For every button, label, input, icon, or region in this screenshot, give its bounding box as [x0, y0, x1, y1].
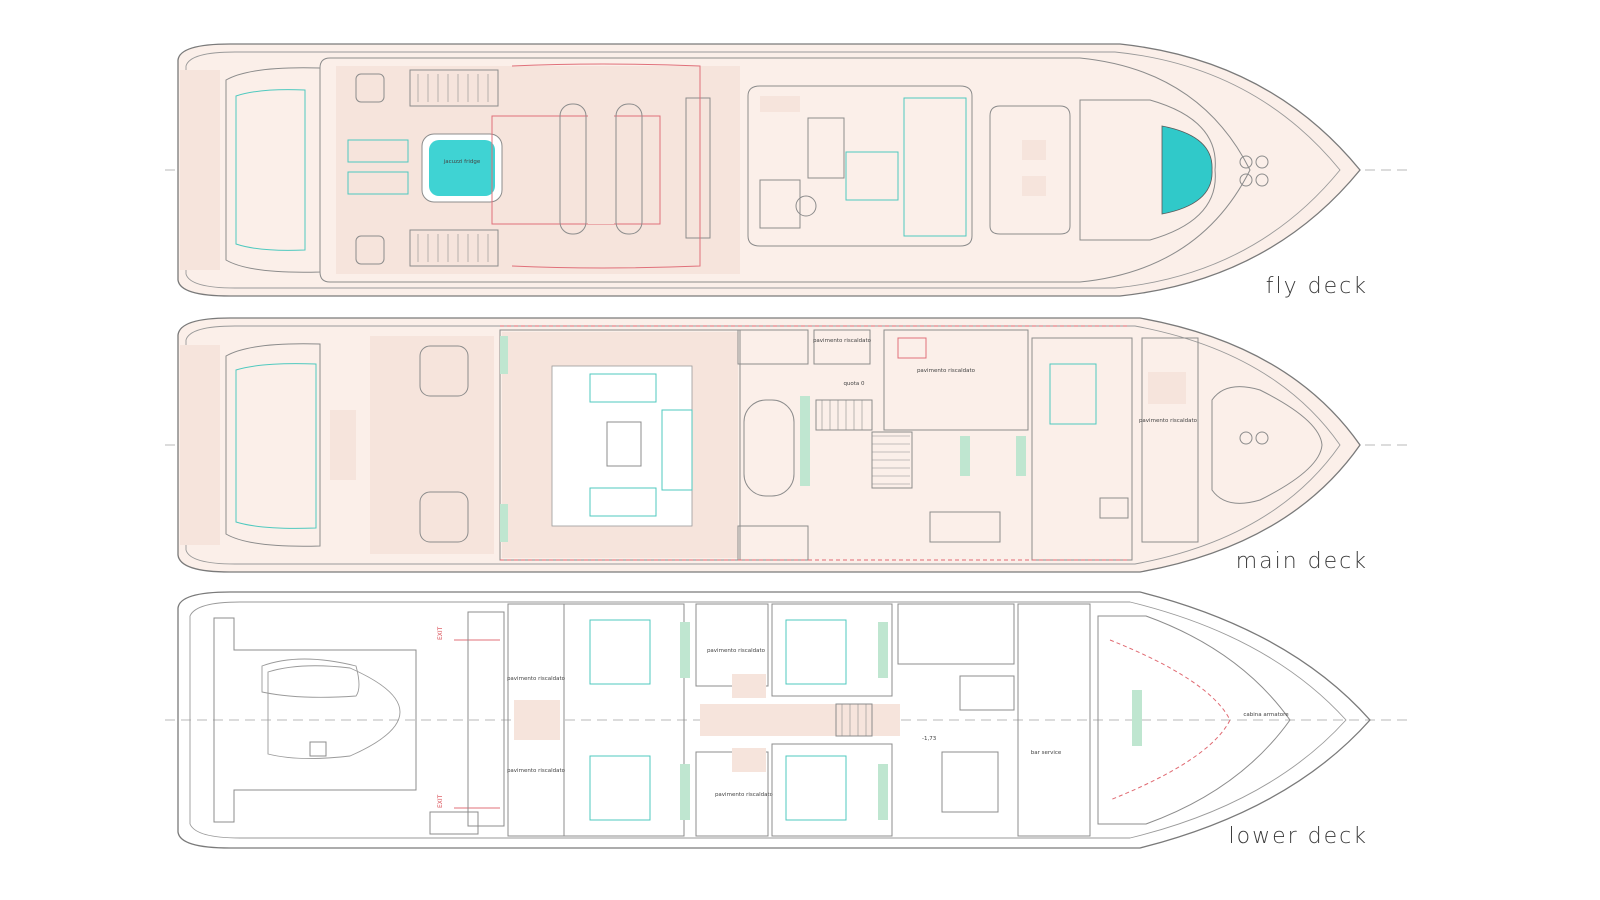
main-deck-plan: quota 0 pavimento riscaldato pavimento r… [165, 317, 1410, 573]
lower-label-floor-4: pavimento riscaldato [715, 792, 774, 798]
lower-exit-label-2: EXIT [437, 794, 444, 808]
lower-deck-title: lower deck [1229, 824, 1368, 849]
main-label-floor-3: pavimento riscaldato [1139, 418, 1198, 424]
lower-label-level: -1,73 [922, 736, 937, 742]
lower-label-owner-cabin: cabina armatore [1243, 712, 1289, 718]
lower-label-bar: bar service [1031, 750, 1062, 756]
lower-label-floor-3: pavimento riscaldato [707, 648, 766, 654]
main-label-floor-2: pavimento riscaldato [917, 368, 976, 374]
jacuzzi-label: jacuzzi fridge [443, 159, 481, 165]
main-deck-title: main deck [1236, 549, 1368, 574]
main-label-floor-1: pavimento riscaldato [813, 338, 872, 344]
lower-label-floor-2: pavimento riscaldato [507, 768, 566, 774]
main-label-quota: quota 0 [843, 381, 865, 387]
fly-deck-plan: jacuzzi fridge [165, 43, 1410, 297]
lower-exit-label-1: EXIT [437, 626, 444, 640]
lower-label-floor-1: pavimento riscaldato [507, 676, 566, 682]
lower-deck-plan: EXIT EXIT pavimento riscaldato pavimento… [165, 591, 1410, 849]
fly-deck-title: fly deck [1266, 274, 1368, 299]
